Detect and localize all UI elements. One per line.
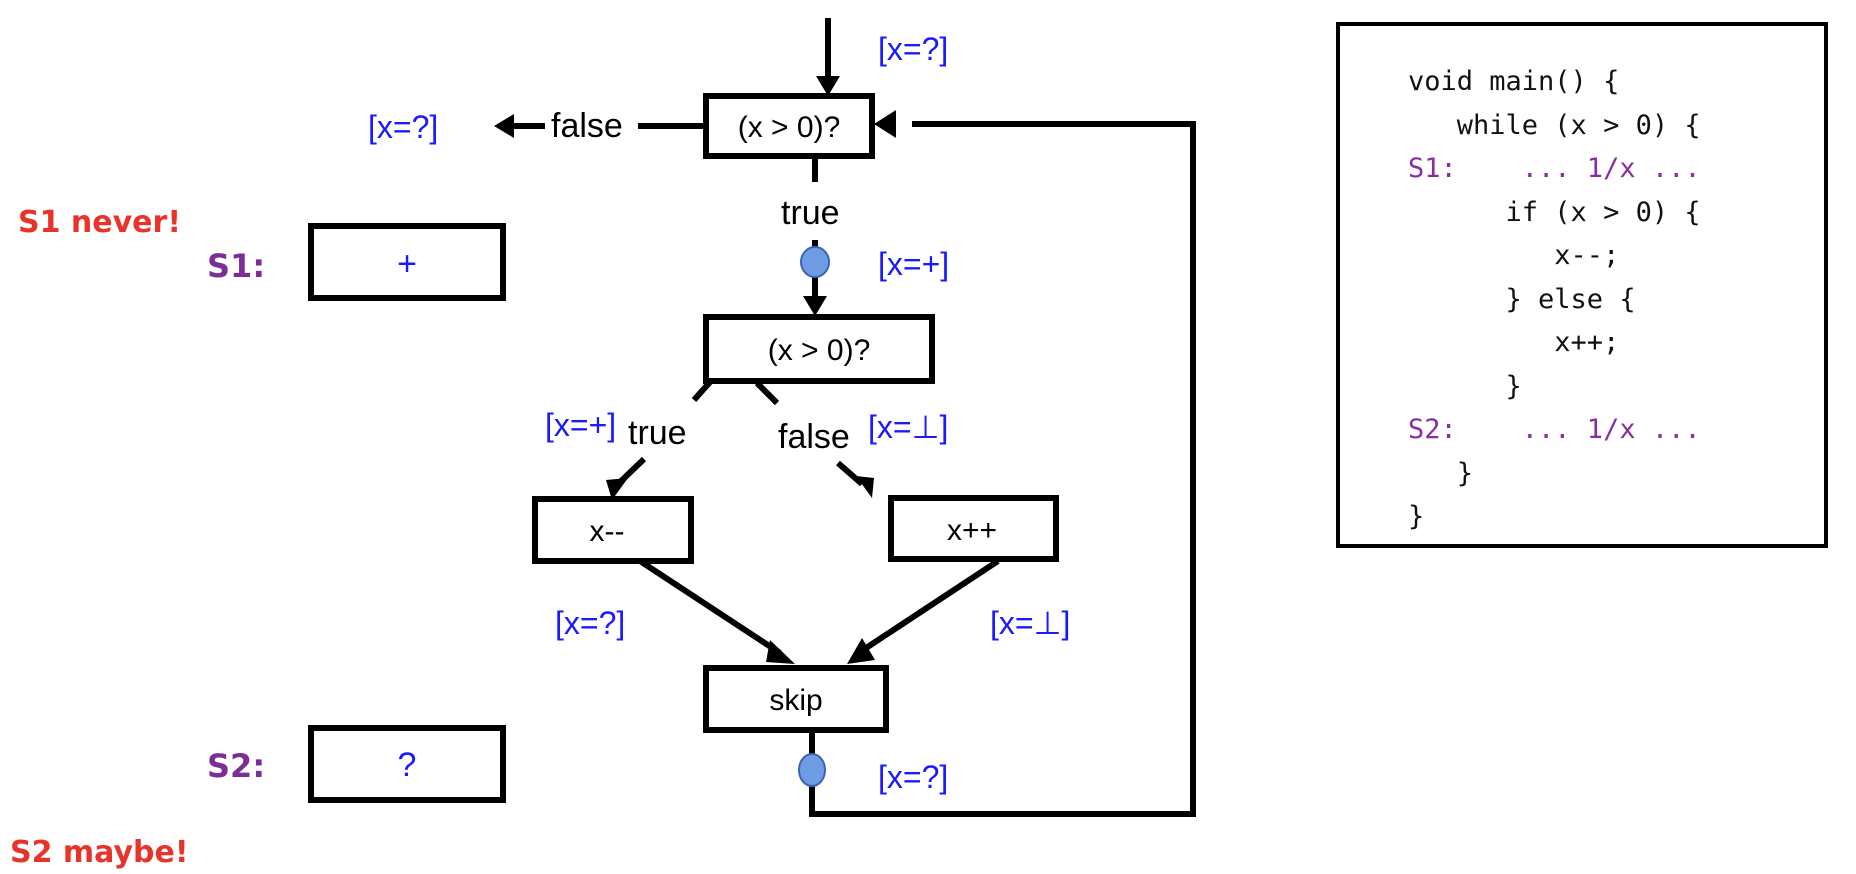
- annotation-if-true: [x=+]: [545, 407, 616, 443]
- code-line: }: [1408, 370, 1522, 402]
- code-line: S2: ... 1/x ...: [1408, 414, 1701, 445]
- probe-point-icon: [798, 753, 826, 787]
- back-edge: [809, 121, 1196, 817]
- increment-to-skip-arrowhead: [847, 638, 875, 664]
- source-code-panel: void main() { while (x > 0) { S1: ... 1/x…: [1336, 22, 1828, 548]
- s2-value-box: [308, 725, 506, 803]
- loop-true-arrowhead: [803, 296, 827, 316]
- annotation-entry: [x=?]: [878, 31, 948, 67]
- source-code: void main() { while (x > 0) { S1: ... 1/x…: [1408, 60, 1701, 539]
- skip-text: skip: [769, 684, 822, 717]
- s1-value-box: [308, 223, 506, 301]
- s1-verdict: S1 never!: [18, 205, 181, 240]
- code-line: S1: ... 1/x ...: [1408, 153, 1701, 184]
- if-condition-node: [703, 314, 935, 384]
- if-false-edge-bottom: [836, 460, 864, 487]
- annotation-if-false: [x=⊥]: [868, 409, 948, 445]
- code-line: if (x > 0) {: [1408, 196, 1701, 228]
- code-line: x++;: [1408, 327, 1620, 358]
- s2-value: ?: [398, 746, 417, 784]
- s2-label: S2:: [207, 747, 265, 785]
- if-false-edge-top: [754, 380, 780, 406]
- code-line: }: [1408, 457, 1474, 489]
- skip-node: [703, 665, 889, 733]
- if-false-arrowhead: [856, 476, 874, 498]
- s2-verdict: S2 maybe!: [10, 835, 189, 870]
- edge-label-if-false: false: [778, 418, 850, 456]
- annotation-after-skip: [x=?]: [878, 759, 948, 795]
- increment-to-skip-edge: [858, 558, 1000, 655]
- if-true-edge-top: [691, 380, 713, 402]
- code-line: }: [1408, 501, 1425, 532]
- decrement-node: [532, 496, 694, 564]
- decrement-text: x--: [590, 515, 625, 548]
- loop-exit-arrowhead: [494, 114, 514, 138]
- edge-label-loop-true: true: [781, 194, 840, 232]
- probe-point-icon: [800, 246, 830, 278]
- increment-text: x++: [947, 514, 997, 547]
- if-true-arrowhead: [606, 478, 628, 500]
- if-condition-text: (x > 0)?: [768, 334, 871, 367]
- loop-condition-text: (x > 0)?: [738, 111, 841, 144]
- code-line: x--;: [1408, 240, 1620, 271]
- decrement-to-skip-arrowhead: [766, 640, 795, 664]
- s1-value: +: [397, 245, 417, 283]
- code-line: } else {: [1408, 283, 1636, 315]
- annotation-after-increment: [x=⊥]: [990, 605, 1070, 641]
- code-line: void main() {: [1408, 66, 1620, 97]
- decrement-to-skip-edge: [638, 558, 782, 656]
- annotation-after-loop-true: [x=+]: [878, 246, 949, 282]
- edge-label-loop-false: false: [551, 107, 623, 145]
- code-line: while (x > 0) {: [1408, 109, 1701, 141]
- edge-label-if-true: true: [628, 414, 687, 452]
- loop-condition-node: [703, 93, 875, 159]
- increment-node: [888, 495, 1059, 562]
- annotation-after-decrement: [x=?]: [555, 605, 625, 641]
- back-edge-arrowhead: [874, 110, 896, 138]
- s1-label: S1:: [207, 247, 265, 285]
- entry-arrowhead: [816, 76, 840, 96]
- annotation-loop-exit: [x=?]: [368, 109, 438, 145]
